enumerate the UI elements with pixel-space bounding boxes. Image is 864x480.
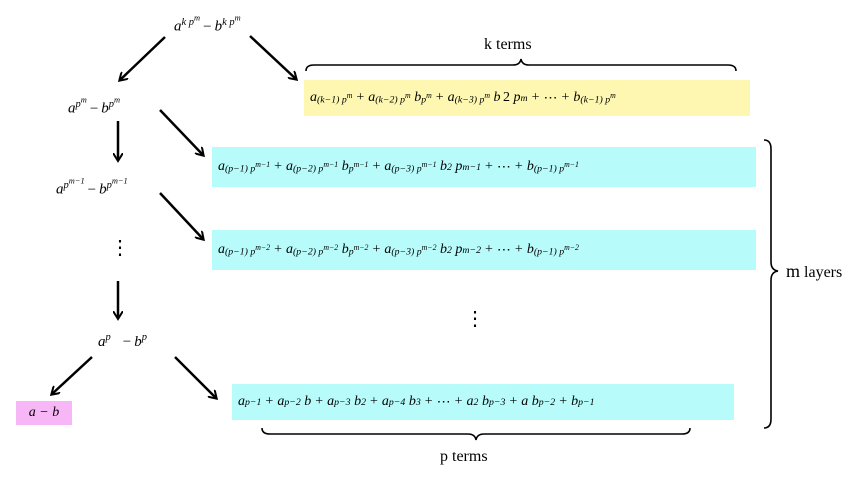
vertical-ellipsis-tree: ⋮ [110, 237, 130, 259]
k-terms-label: k terms [484, 36, 532, 53]
arrow-n0-to-n1 [120, 36, 166, 80]
brace-m-layers [763, 139, 779, 429]
m-layers-word: layers [804, 264, 843, 281]
p-terms-label: p terms [440, 448, 488, 465]
node-ap-minus-bp: ap−bp [98, 332, 147, 350]
arrow-n0-to-ksum [249, 35, 296, 79]
node-akpm-minus-bkpm: ak pm−bk pm [174, 13, 241, 35]
arrow-n1-to-m1 [159, 109, 203, 155]
brace-p-terms [261, 427, 691, 441]
result-a-minus-b: a − b [16, 401, 72, 425]
arrow-n3-to-psum [174, 356, 216, 398]
brace-k-terms [305, 58, 737, 72]
vertical-ellipsis-layers: ⋮ [465, 308, 485, 330]
node-apm1-minus-bpm1: apm−1−bpm−1 [56, 176, 128, 198]
node-apm-minus-bpm: apm−bpm [68, 95, 121, 117]
arrow-n2-to-m2 [159, 192, 203, 239]
m-layers-label: m layers [786, 261, 842, 282]
m-layers-m: m [786, 261, 801, 281]
arrow-n3-to-n4 [52, 356, 93, 394]
